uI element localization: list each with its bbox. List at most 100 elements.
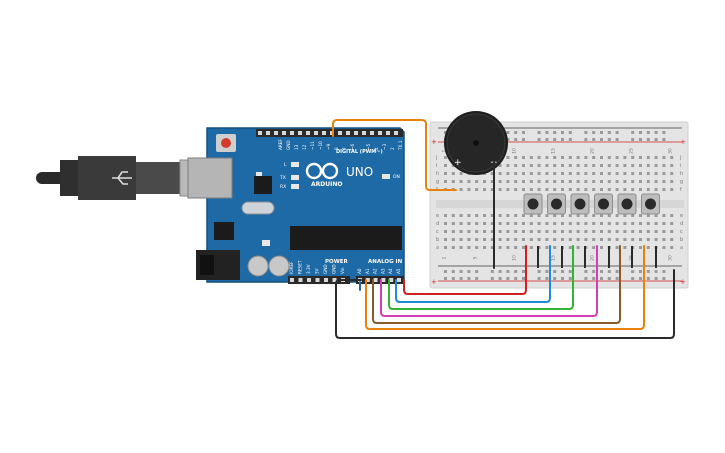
rail-hole[interactable] (537, 270, 541, 273)
terminal-hole[interactable] (537, 246, 541, 249)
terminal-hole[interactable] (537, 230, 541, 233)
terminal-hole[interactable] (561, 164, 564, 167)
rail-hole[interactable] (506, 270, 510, 273)
terminal-hole[interactable] (537, 156, 541, 159)
rail-hole[interactable] (631, 131, 635, 134)
terminal-hole[interactable] (592, 156, 596, 159)
terminal-hole[interactable] (576, 222, 580, 225)
rail-hole[interactable] (654, 131, 658, 134)
terminal-hole[interactable] (623, 222, 627, 225)
terminal-hole[interactable] (568, 172, 572, 175)
terminal-hole[interactable] (654, 230, 658, 233)
terminal-hole[interactable] (670, 246, 674, 249)
terminal-hole[interactable] (646, 214, 650, 217)
terminal-hole[interactable] (670, 156, 674, 159)
terminal-hole[interactable] (662, 188, 666, 191)
rail-hole[interactable] (607, 277, 611, 280)
rail-hole[interactable] (639, 131, 642, 134)
terminal-hole[interactable] (545, 188, 549, 191)
terminal-hole[interactable] (561, 156, 564, 159)
terminal-hole[interactable] (639, 246, 642, 249)
wire-a4-button5[interactable] (372, 245, 621, 324)
rail-hole[interactable] (662, 270, 666, 273)
terminal-hole[interactable] (444, 156, 447, 159)
terminal-hole[interactable] (615, 172, 619, 175)
terminal-hole[interactable] (498, 246, 502, 249)
terminal-hole[interactable] (506, 246, 510, 249)
terminal-hole[interactable] (537, 172, 541, 175)
terminal-hole[interactable] (600, 222, 603, 225)
terminal-hole[interactable] (561, 172, 564, 175)
header-pin-hole[interactable] (324, 278, 328, 282)
rail-hole[interactable] (522, 138, 525, 141)
terminal-hole[interactable] (639, 230, 642, 233)
rail-hole[interactable] (537, 131, 541, 134)
header-pin-hole[interactable] (282, 131, 286, 135)
rail-hole[interactable] (537, 277, 541, 280)
terminal-hole[interactable] (475, 238, 479, 241)
terminal-hole[interactable] (646, 188, 650, 191)
terminal-hole[interactable] (654, 188, 658, 191)
terminal-hole[interactable] (514, 246, 518, 249)
terminal-hole[interactable] (522, 172, 525, 175)
terminal-hole[interactable] (529, 180, 533, 183)
terminal-hole[interactable] (483, 230, 486, 233)
terminal-hole[interactable] (607, 156, 611, 159)
terminal-hole[interactable] (483, 238, 486, 241)
terminal-hole[interactable] (459, 246, 463, 249)
terminal-hole[interactable] (600, 164, 603, 167)
terminal-hole[interactable] (639, 214, 642, 217)
terminal-hole[interactable] (639, 180, 642, 183)
header-pin-hole[interactable] (354, 131, 358, 135)
terminal-hole[interactable] (654, 180, 658, 183)
terminal-hole[interactable] (483, 188, 486, 191)
rail-hole[interactable] (545, 131, 549, 134)
wire-a1-button2[interactable] (395, 245, 551, 303)
rail-hole[interactable] (568, 131, 572, 134)
terminal-hole[interactable] (490, 246, 494, 249)
terminal-hole[interactable] (568, 214, 572, 217)
terminal-hole[interactable] (576, 246, 580, 249)
rail-hole[interactable] (584, 131, 588, 134)
terminal-hole[interactable] (592, 188, 596, 191)
terminal-hole[interactable] (475, 188, 479, 191)
rail-hole[interactable] (584, 270, 588, 273)
rail-hole[interactable] (654, 277, 658, 280)
terminal-hole[interactable] (576, 172, 580, 175)
terminal-hole[interactable] (451, 214, 455, 217)
rail-hole[interactable] (639, 277, 642, 280)
terminal-hole[interactable] (631, 188, 635, 191)
terminal-hole[interactable] (631, 214, 635, 217)
rail-hole[interactable] (615, 138, 619, 141)
terminal-hole[interactable] (592, 214, 596, 217)
terminal-hole[interactable] (568, 188, 572, 191)
terminal-hole[interactable] (607, 164, 611, 167)
piezo-buzzer[interactable]: + − (444, 111, 508, 175)
header-pin-hole[interactable] (362, 131, 366, 135)
terminal-hole[interactable] (545, 156, 549, 159)
terminal-hole[interactable] (545, 214, 549, 217)
terminal-hole[interactable] (568, 164, 572, 167)
terminal-hole[interactable] (576, 230, 580, 233)
terminal-hole[interactable] (483, 180, 486, 183)
terminal-hole[interactable] (592, 172, 596, 175)
terminal-hole[interactable] (444, 246, 447, 249)
rail-hole[interactable] (514, 270, 518, 273)
terminal-hole[interactable] (537, 180, 541, 183)
terminal-hole[interactable] (522, 238, 525, 241)
terminal-hole[interactable] (592, 238, 596, 241)
terminal-hole[interactable] (639, 222, 642, 225)
rail-hole[interactable] (475, 270, 479, 273)
terminal-hole[interactable] (600, 214, 603, 217)
terminal-hole[interactable] (576, 188, 580, 191)
rail-hole[interactable] (607, 270, 611, 273)
terminal-hole[interactable] (506, 172, 510, 175)
terminal-hole[interactable] (467, 180, 471, 183)
rail-hole[interactable] (662, 138, 666, 141)
rail-hole[interactable] (553, 277, 557, 280)
terminal-hole[interactable] (490, 172, 494, 175)
terminal-hole[interactable] (576, 164, 580, 167)
terminal-hole[interactable] (537, 188, 541, 191)
terminal-hole[interactable] (654, 156, 658, 159)
terminal-hole[interactable] (553, 164, 557, 167)
